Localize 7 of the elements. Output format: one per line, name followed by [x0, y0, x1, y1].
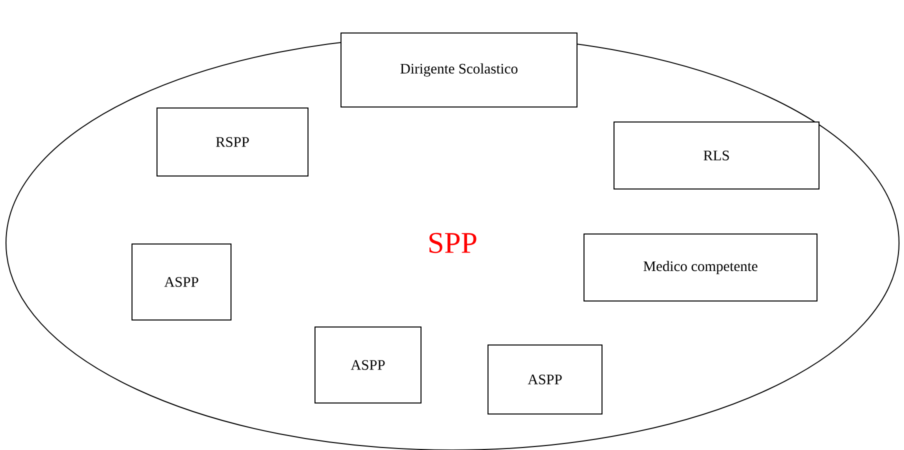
- label-box: RLS: [614, 122, 820, 190]
- label-box: Dirigente Scolastico: [340, 32, 578, 108]
- label-box: ASPP: [314, 326, 422, 404]
- label-box: RSPP: [156, 108, 308, 176]
- label-box: ASPP: [132, 244, 232, 320]
- label-box: ASPP: [488, 344, 602, 414]
- label-box: Medico competente: [584, 234, 818, 302]
